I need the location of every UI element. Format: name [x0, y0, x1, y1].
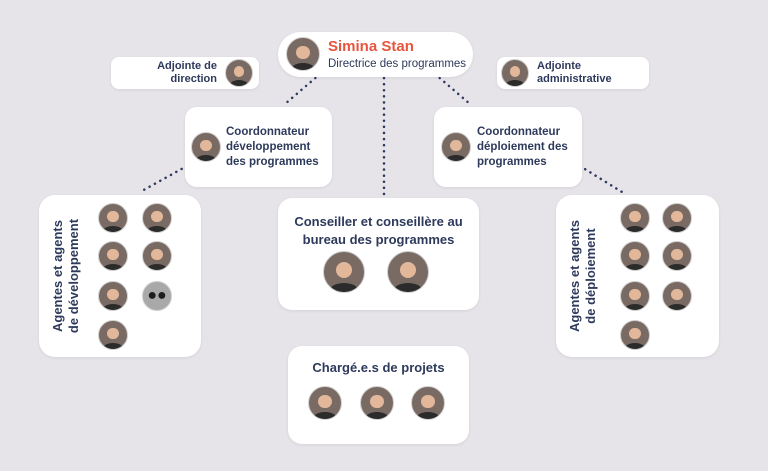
director-avatar: [286, 37, 320, 71]
agent-deploy-avatar: [620, 281, 650, 311]
advisor-avatar: [387, 251, 429, 293]
advisors-line1: Conseiller et conseillère au: [294, 214, 463, 229]
director-role: Directrice des programmes: [328, 58, 467, 70]
assistant-admin-line2: administrative: [537, 73, 612, 85]
advisors-line2: bureau des programmes: [302, 232, 455, 247]
project-lead-avatar: [360, 386, 394, 420]
assistant-direction-line1: Adjointe de: [157, 60, 217, 72]
project-lead-avatar: [411, 386, 445, 420]
agents-dev-line2: de développement: [66, 218, 81, 334]
coord-deploy-line1: Coordonnateur: [477, 126, 561, 138]
agents-deploy-line2: de déploiement: [583, 228, 598, 324]
coord-dev-line1: Coordonnateur: [226, 126, 310, 138]
agent-dev-avatar: [98, 241, 128, 271]
advisors-card: Conseiller et conseillère au bureau des …: [278, 198, 479, 310]
advisor-avatar: [323, 251, 365, 293]
coord-deploy-card: Coordonnateur déploiement des programmes: [434, 107, 582, 187]
agents-dev-line1: Agentes et agents: [50, 220, 65, 332]
agent-dev-avatar: [98, 320, 128, 350]
agents-deploy-card: Agentes et agents de déploiement: [556, 195, 719, 357]
coord-deploy-avatar: [441, 132, 471, 162]
assistant-direction-line2: direction: [170, 73, 217, 85]
project-leads-title: Chargé.e.s de projets: [312, 360, 445, 375]
agent-deploy-avatar: [662, 281, 692, 311]
agent-deploy-avatar: [620, 320, 650, 350]
assistant-direction-card: Adjointe de direction: [111, 57, 259, 89]
agent-deploy-avatar: [620, 203, 650, 233]
director-name: Simina Stan: [328, 38, 414, 55]
agents-deploy-line1: Agentes et agents: [567, 220, 582, 332]
agent-dev-avatar: [142, 241, 172, 271]
agent-deploy-avatar: [620, 241, 650, 271]
agent-dev-avatar: [98, 203, 128, 233]
assistant-admin-line1: Adjointe: [537, 60, 581, 72]
coord-dev-line2: développement: [226, 141, 311, 153]
assistant-direction-avatar: [225, 59, 253, 87]
agent-dev-avatar: [142, 203, 172, 233]
assistant-admin-avatar: [501, 59, 529, 87]
agent-deploy-avatar: [662, 203, 692, 233]
coord-dev-line3: des programmes: [226, 156, 319, 168]
agents-dev-card: Agentes et agents de développement ●●: [39, 195, 201, 357]
coord-deploy-line2: déploiement des: [477, 141, 568, 153]
agent-deploy-avatar: [662, 241, 692, 271]
coord-deploy-line3: programmes: [477, 156, 547, 168]
coord-dev-card: Coordonnateur développement des programm…: [185, 107, 332, 187]
coord-dev-avatar: [191, 132, 221, 162]
project-lead-avatar: [308, 386, 342, 420]
assistant-admin-card: Adjointe administrative: [497, 57, 649, 89]
incognito-icon: ●●: [142, 281, 172, 311]
agent-dev-avatar: [98, 281, 128, 311]
project-leads-card: Chargé.e.s de projets: [288, 346, 469, 444]
director-card: Simina Stan Directrice des programmes: [278, 32, 473, 77]
